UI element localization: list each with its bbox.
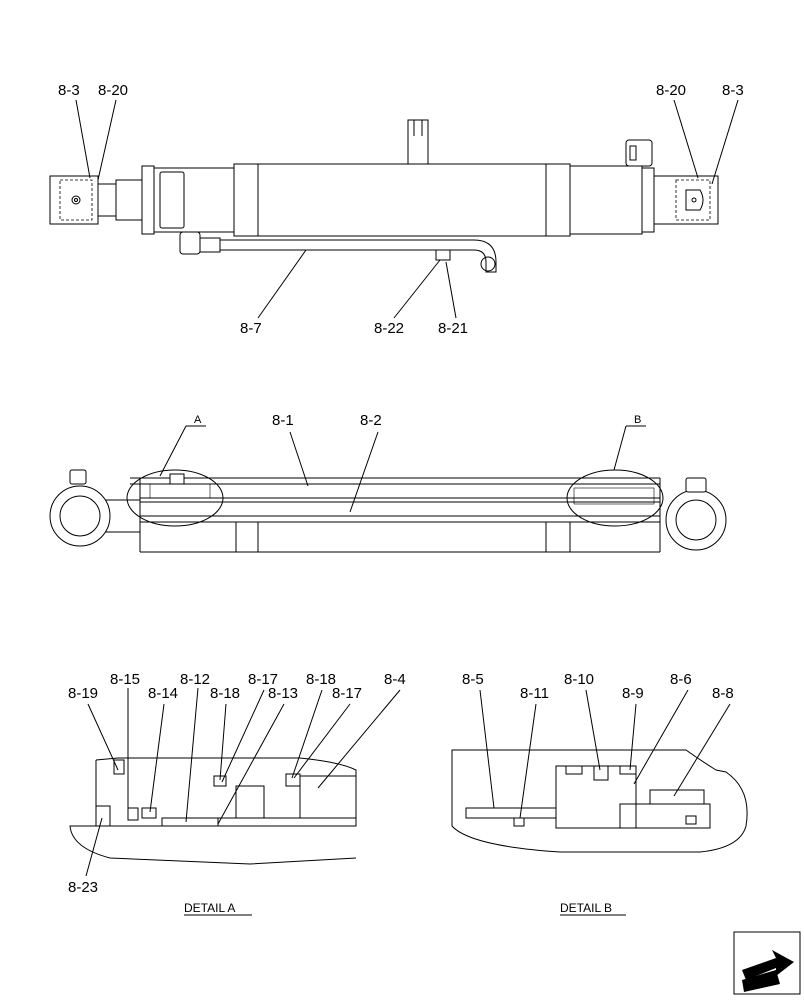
callout-a-8-14: 8-14 <box>148 685 178 702</box>
detail-b-caption: DETAIL B <box>560 901 612 915</box>
callout-top-8-3-left: 8-3 <box>58 82 80 99</box>
callout-top-8-7: 8-7 <box>240 320 262 337</box>
section-view: A B 8-1 8-2 <box>49 412 727 553</box>
callout-a-8-18-top: 8-18 <box>306 671 336 688</box>
callout-a-8-17-top: 8-17 <box>248 671 278 688</box>
next-page-arrow-icon[interactable] <box>733 931 801 995</box>
detail-marker-b: B <box>634 414 641 426</box>
callout-a-8-23: 8-23 <box>68 879 98 896</box>
callout-b-8-8: 8-8 <box>712 685 734 702</box>
callout-b-8-6: 8-6 <box>670 671 692 688</box>
callout-top-8-22: 8-22 <box>374 320 404 337</box>
callout-b-8-11: 8-11 <box>520 685 549 702</box>
callout-a-8-19: 8-19 <box>68 685 98 702</box>
callout-a-8-4: 8-4 <box>384 671 406 688</box>
detail-marker-a: A <box>194 414 202 426</box>
callout-b-8-9: 8-9 <box>622 685 644 702</box>
callout-b-8-5: 8-5 <box>462 671 484 688</box>
detail-b: 8-5 8-10 8-6 8-11 8-9 8-8 DETAIL B <box>451 671 748 916</box>
callout-top-8-20-right: 8-20 <box>656 82 686 99</box>
callout-section-8-2: 8-2 <box>360 412 382 429</box>
callout-a-8-18-mid: 8-18 <box>210 685 240 702</box>
callout-a-8-13: 8-13 <box>268 685 298 702</box>
callout-b-8-10: 8-10 <box>564 671 594 688</box>
callout-top-8-3-right: 8-3 <box>722 82 744 99</box>
callout-a-8-12: 8-12 <box>180 671 210 688</box>
detail-a-caption: DETAIL A <box>184 901 235 915</box>
callout-section-8-1: 8-1 <box>272 412 294 429</box>
top-view: 8-3 8-20 8-20 8-3 8-7 8-22 8-21 <box>49 82 744 337</box>
callout-a-8-15: 8-15 <box>110 671 140 688</box>
detail-a: 8-15 8-12 8-17 8-18 8-4 8-19 8-14 8-18 8… <box>68 671 406 916</box>
callout-a-8-17-mid: 8-17 <box>332 685 362 702</box>
callout-top-8-21: 8-21 <box>438 320 468 337</box>
callout-top-8-20-left: 8-20 <box>98 82 128 99</box>
